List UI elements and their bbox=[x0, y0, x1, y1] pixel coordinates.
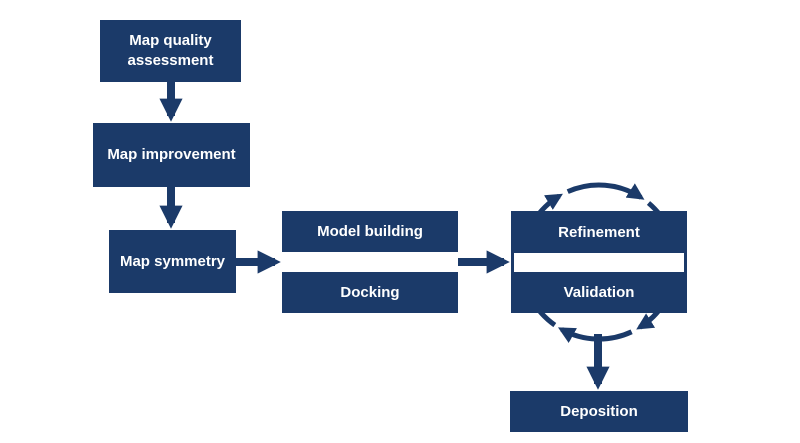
box-map-symmetry: Map symmetry bbox=[109, 230, 236, 293]
box-refinement-label: Refinement bbox=[558, 223, 640, 241]
box-map-symmetry-label: Map symmetry bbox=[119, 252, 226, 270]
box-docking: Docking bbox=[282, 272, 458, 313]
cycle-arc-top bbox=[566, 182, 645, 200]
box-map-quality-assessment-label: Map quality assessment bbox=[127, 32, 214, 69]
box-model-building: Model building bbox=[282, 211, 458, 252]
box-docking-label: Docking bbox=[340, 283, 400, 301]
box-refinement: Refinement bbox=[511, 211, 687, 253]
refinement-validation-divider bbox=[514, 253, 684, 272]
box-deposition: Deposition bbox=[510, 391, 688, 432]
cycle-arc-bottom bbox=[557, 327, 633, 344]
box-model-building-label: Model building bbox=[317, 222, 423, 240]
box-map-quality-assessment: Map quality assessment bbox=[100, 20, 241, 82]
box-validation-label: Validation bbox=[563, 284, 635, 301]
box-map-improvement-label: Map improvement bbox=[107, 146, 236, 164]
box-map-improvement: Map improvement bbox=[93, 123, 250, 187]
box-deposition-label: Deposition bbox=[560, 402, 638, 420]
box-validation: Validation bbox=[511, 272, 687, 313]
box-refinement-validation-stack: Refinement Validation bbox=[511, 211, 687, 313]
